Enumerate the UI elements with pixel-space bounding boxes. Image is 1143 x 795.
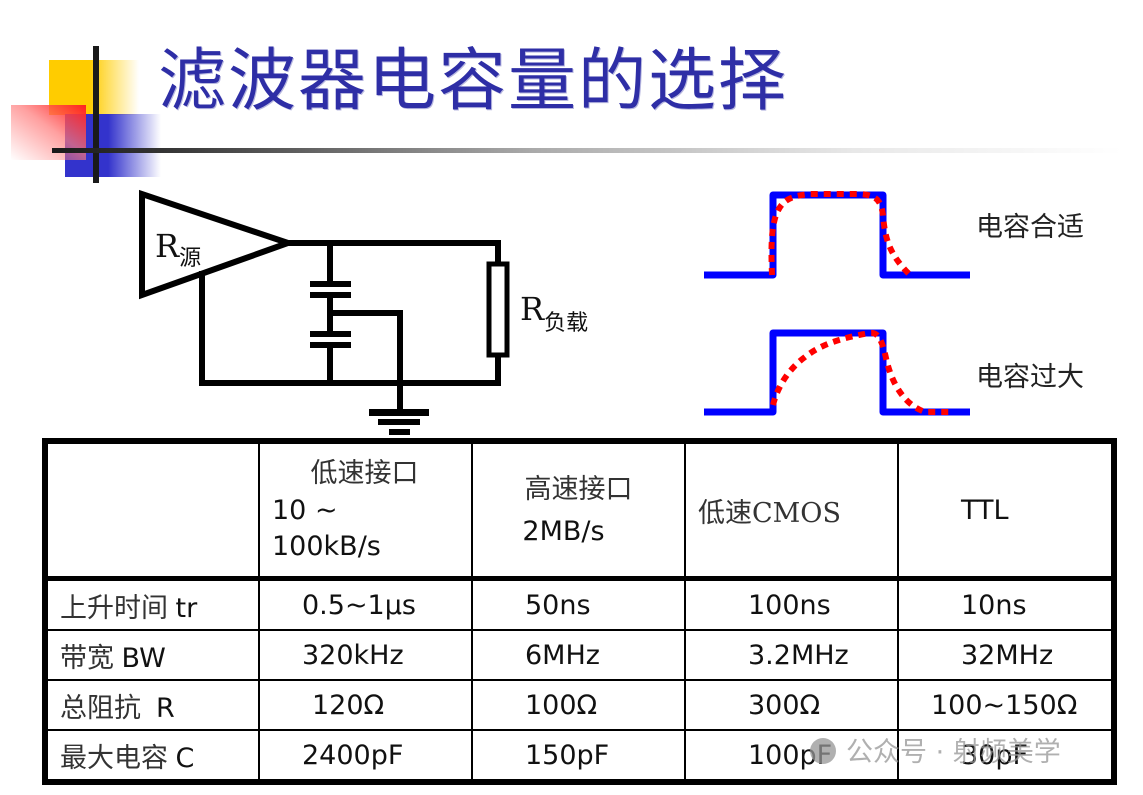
- cell-value: 320kHz: [258, 629, 473, 681]
- wire-cap-mid-to-ground: [327, 310, 403, 413]
- header-subtitle-line: 2MB/s: [522, 516, 605, 547]
- cell-value: 100pF: [684, 729, 899, 783]
- table-row: 带宽 BW 320kHz 6MHz 3.2MHz 32MHz: [44, 629, 1115, 681]
- header-title: TTL: [961, 494, 1009, 526]
- cell-value: 30pF: [897, 729, 1115, 783]
- row-label-zh: 最大电容: [60, 742, 168, 774]
- row-label-en: BW: [121, 642, 166, 674]
- cell-value: 150pF: [471, 729, 686, 783]
- waveform-label-too-large: 电容过大: [976, 362, 1084, 393]
- waveform-label-appropriate: 电容合适: [976, 212, 1084, 243]
- circuit-wires: [139, 189, 501, 413]
- load-label-sub: 负载: [544, 311, 589, 336]
- cell-value: 2400pF: [258, 729, 473, 783]
- capacitance-spec-table: 低速接口 10 ~ 100kB/s 高速接口 2MB/s 低速CMOS TTL …: [42, 438, 1117, 785]
- source-amplifier-icon: [139, 189, 298, 300]
- load-resistor-icon: [486, 261, 510, 358]
- row-label-zh: 带宽: [60, 642, 114, 674]
- source-label-sub: 源: [179, 246, 202, 271]
- capacitor-1-icon: [310, 281, 351, 298]
- title-underline: [52, 148, 1122, 153]
- cell-value: 100ns: [684, 577, 899, 631]
- cell-value: 10ns: [897, 577, 1115, 631]
- ideal-square-wave: [704, 191, 970, 279]
- load-label-main: R: [520, 290, 545, 328]
- source-resistor-label: R源: [155, 227, 201, 272]
- actual-wave-too-large: [770, 329, 953, 415]
- cell-value: 100~150Ω: [897, 679, 1115, 731]
- cell-value: 32MHz: [897, 629, 1115, 681]
- waveform-appropriate: [704, 191, 970, 279]
- table-row: 最大电容 C 2400pF 150pF 100pF 30pF: [44, 729, 1115, 783]
- row-label-bandwidth: 带宽 BW: [44, 629, 260, 681]
- cell-value: 100Ω: [471, 679, 686, 731]
- waveform-too-large: [704, 329, 970, 416]
- cell-value: 0.5~1μs: [258, 577, 473, 631]
- cell-value: 6MHz: [471, 629, 686, 681]
- decor-vertical-line: [93, 46, 99, 183]
- header-cell-high-speed-interface: 高速接口 2MB/s: [471, 440, 686, 581]
- cell-value: 300Ω: [684, 679, 899, 731]
- cell-value: 50ns: [471, 577, 686, 631]
- actual-wave-appropriate: [768, 191, 913, 278]
- ideal-square-wave-2: [704, 329, 970, 416]
- slide-title: 滤波器电容量的选择: [158, 42, 789, 121]
- row-label-en: R: [156, 692, 175, 724]
- row-label-en: tr: [175, 592, 198, 624]
- ground-icon: [369, 409, 429, 435]
- row-label-zh: 上升时间: [60, 592, 168, 624]
- header-cell-low-speed-interface: 低速接口 10 ~ 100kB/s: [258, 440, 473, 581]
- source-label-main: R: [155, 227, 180, 265]
- header-subtitle-line: 10 ~: [272, 495, 338, 526]
- row-label-max-capacitance: 最大电容 C: [44, 729, 260, 783]
- table-row: 总阻抗 R 120Ω 100Ω 300Ω 100~150Ω: [44, 679, 1115, 731]
- header-subtitle-line: 100kB/s: [272, 531, 381, 562]
- cell-value: 120Ω: [258, 679, 473, 731]
- header-cell-ttl: TTL: [897, 440, 1115, 581]
- header-title: 低速CMOS: [698, 497, 841, 529]
- row-label-en: C: [175, 742, 195, 774]
- header-cell-low-speed-cmos: 低速CMOS: [684, 440, 899, 581]
- table-row: 上升时间 tr 0.5~1μs 50ns 100ns 10ns: [44, 577, 1115, 631]
- row-label-zh: 总阻抗: [60, 692, 141, 724]
- row-label-impedance: 总阻抗 R: [44, 679, 260, 731]
- table-header-row: 低速接口 10 ~ 100kB/s 高速接口 2MB/s 低速CMOS TTL: [44, 440, 1115, 581]
- cell-value: 3.2MHz: [684, 629, 899, 681]
- load-resistor-label: R负载: [520, 290, 588, 337]
- header-title: 高速接口: [524, 474, 633, 505]
- row-label-rise-time: 上升时间 tr: [44, 577, 260, 631]
- header-cell-empty: [44, 440, 260, 581]
- capacitor-2-icon: [310, 331, 351, 348]
- header-title: 低速接口: [310, 458, 419, 489]
